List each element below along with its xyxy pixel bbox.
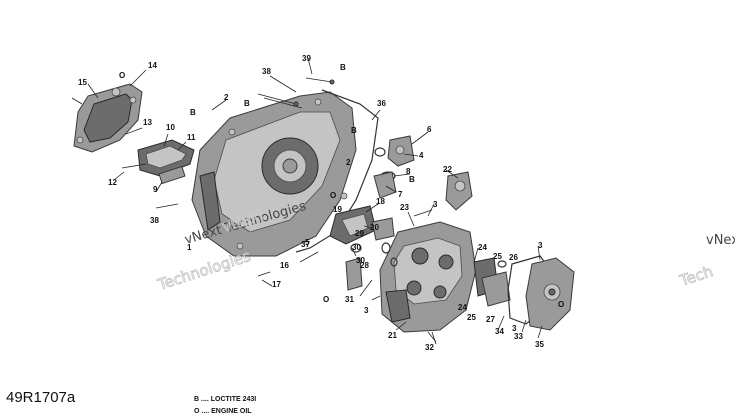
callout-24: 24: [458, 303, 467, 312]
callout-14: 14: [148, 61, 157, 70]
callout-10: 10: [166, 123, 175, 132]
loctite-marker: B: [340, 63, 346, 72]
callout-9: 9: [153, 185, 158, 194]
callout-20: 20: [370, 223, 379, 232]
callout-22: 22: [443, 165, 452, 174]
callout-8: 8: [406, 167, 411, 176]
callout-3: 3: [433, 200, 438, 209]
callout-37: 37: [301, 240, 310, 249]
callout-24: 24: [478, 243, 487, 252]
callout-28: 28: [360, 261, 369, 270]
callout-23: 23: [400, 203, 409, 212]
callout-18: 18: [376, 197, 385, 206]
callout-leaders: [87, 57, 543, 345]
diagram-code: 49R1707a: [6, 389, 76, 406]
callout-3: 3: [538, 241, 543, 250]
callout-33: 33: [514, 332, 523, 341]
callout-6: 6: [427, 125, 432, 134]
cover-plate: [73, 83, 143, 153]
oil-pump: [473, 257, 511, 307]
loctite-marker: B: [409, 175, 415, 184]
engine-oil-marker: O: [323, 295, 329, 304]
breather-assembly: [137, 139, 195, 185]
valve-assembly: [373, 171, 473, 211]
callout-30: 30: [356, 256, 365, 265]
callout-5: 5: [305, 238, 310, 247]
callout-34: 34: [495, 327, 504, 336]
top-bolts: [257, 77, 335, 109]
callout-36: 36: [377, 99, 386, 108]
engine-oil-marker: O: [330, 191, 336, 200]
watermark-word-2: Technologies: [155, 247, 253, 294]
sensor-bracket: [374, 135, 415, 181]
callout-12: 12: [108, 178, 117, 187]
callout-31: 31: [345, 295, 354, 304]
callout-35: 35: [535, 340, 544, 349]
legend-engine-oil: O .... ENGINE OIL: [194, 408, 252, 415]
callout-38: 38: [150, 216, 159, 225]
mount-bracket: [329, 205, 395, 245]
callout-29: 29: [355, 229, 364, 238]
crankcase-gasket: [295, 89, 379, 253]
callout-13: 13: [143, 118, 152, 127]
watermark-edge-word: Tech: [677, 262, 715, 290]
callout-11: 11: [187, 133, 196, 142]
small-fittings: [345, 242, 398, 297]
callout-39: 39: [302, 54, 311, 63]
callout-1: 1: [187, 243, 192, 252]
callout-38: 38: [262, 67, 271, 76]
loctite-marker: B: [351, 126, 357, 135]
callout-21: 21: [388, 331, 397, 340]
gearbox-housing: [379, 221, 477, 333]
engine-oil-marker: O: [558, 300, 564, 309]
callout-15: 15: [78, 78, 87, 87]
callout-30: 30: [352, 243, 361, 252]
callout-4: 4: [419, 151, 424, 160]
callout-17: 17: [272, 280, 281, 289]
loctite-marker: B: [190, 108, 196, 117]
callout-25: 25: [493, 252, 502, 261]
crankcase-housing: [191, 91, 357, 257]
engine-oil-marker: O: [119, 71, 125, 80]
callout-16: 16: [280, 261, 289, 270]
callout-19: 19: [333, 205, 342, 214]
screws: [71, 97, 437, 343]
callout-numbers: 1223333456789101112131415161718192021222…: [78, 54, 564, 352]
watermark-edge-text: vNext: [706, 233, 735, 248]
callout-2: 2: [346, 158, 351, 167]
callout-3: 3: [512, 324, 517, 333]
callout-3: 3: [364, 306, 369, 315]
callout-7: 7: [398, 190, 403, 199]
loctite-marker: B: [244, 99, 250, 108]
callout-26: 26: [509, 253, 518, 262]
legend-loctite: B .... LOCTITE 243I: [194, 396, 257, 403]
callout-25: 25: [467, 313, 476, 322]
callout-2: 2: [224, 93, 229, 102]
callout-27: 27: [486, 315, 495, 324]
side-cover: [507, 255, 575, 331]
callout-32: 32: [425, 343, 434, 352]
